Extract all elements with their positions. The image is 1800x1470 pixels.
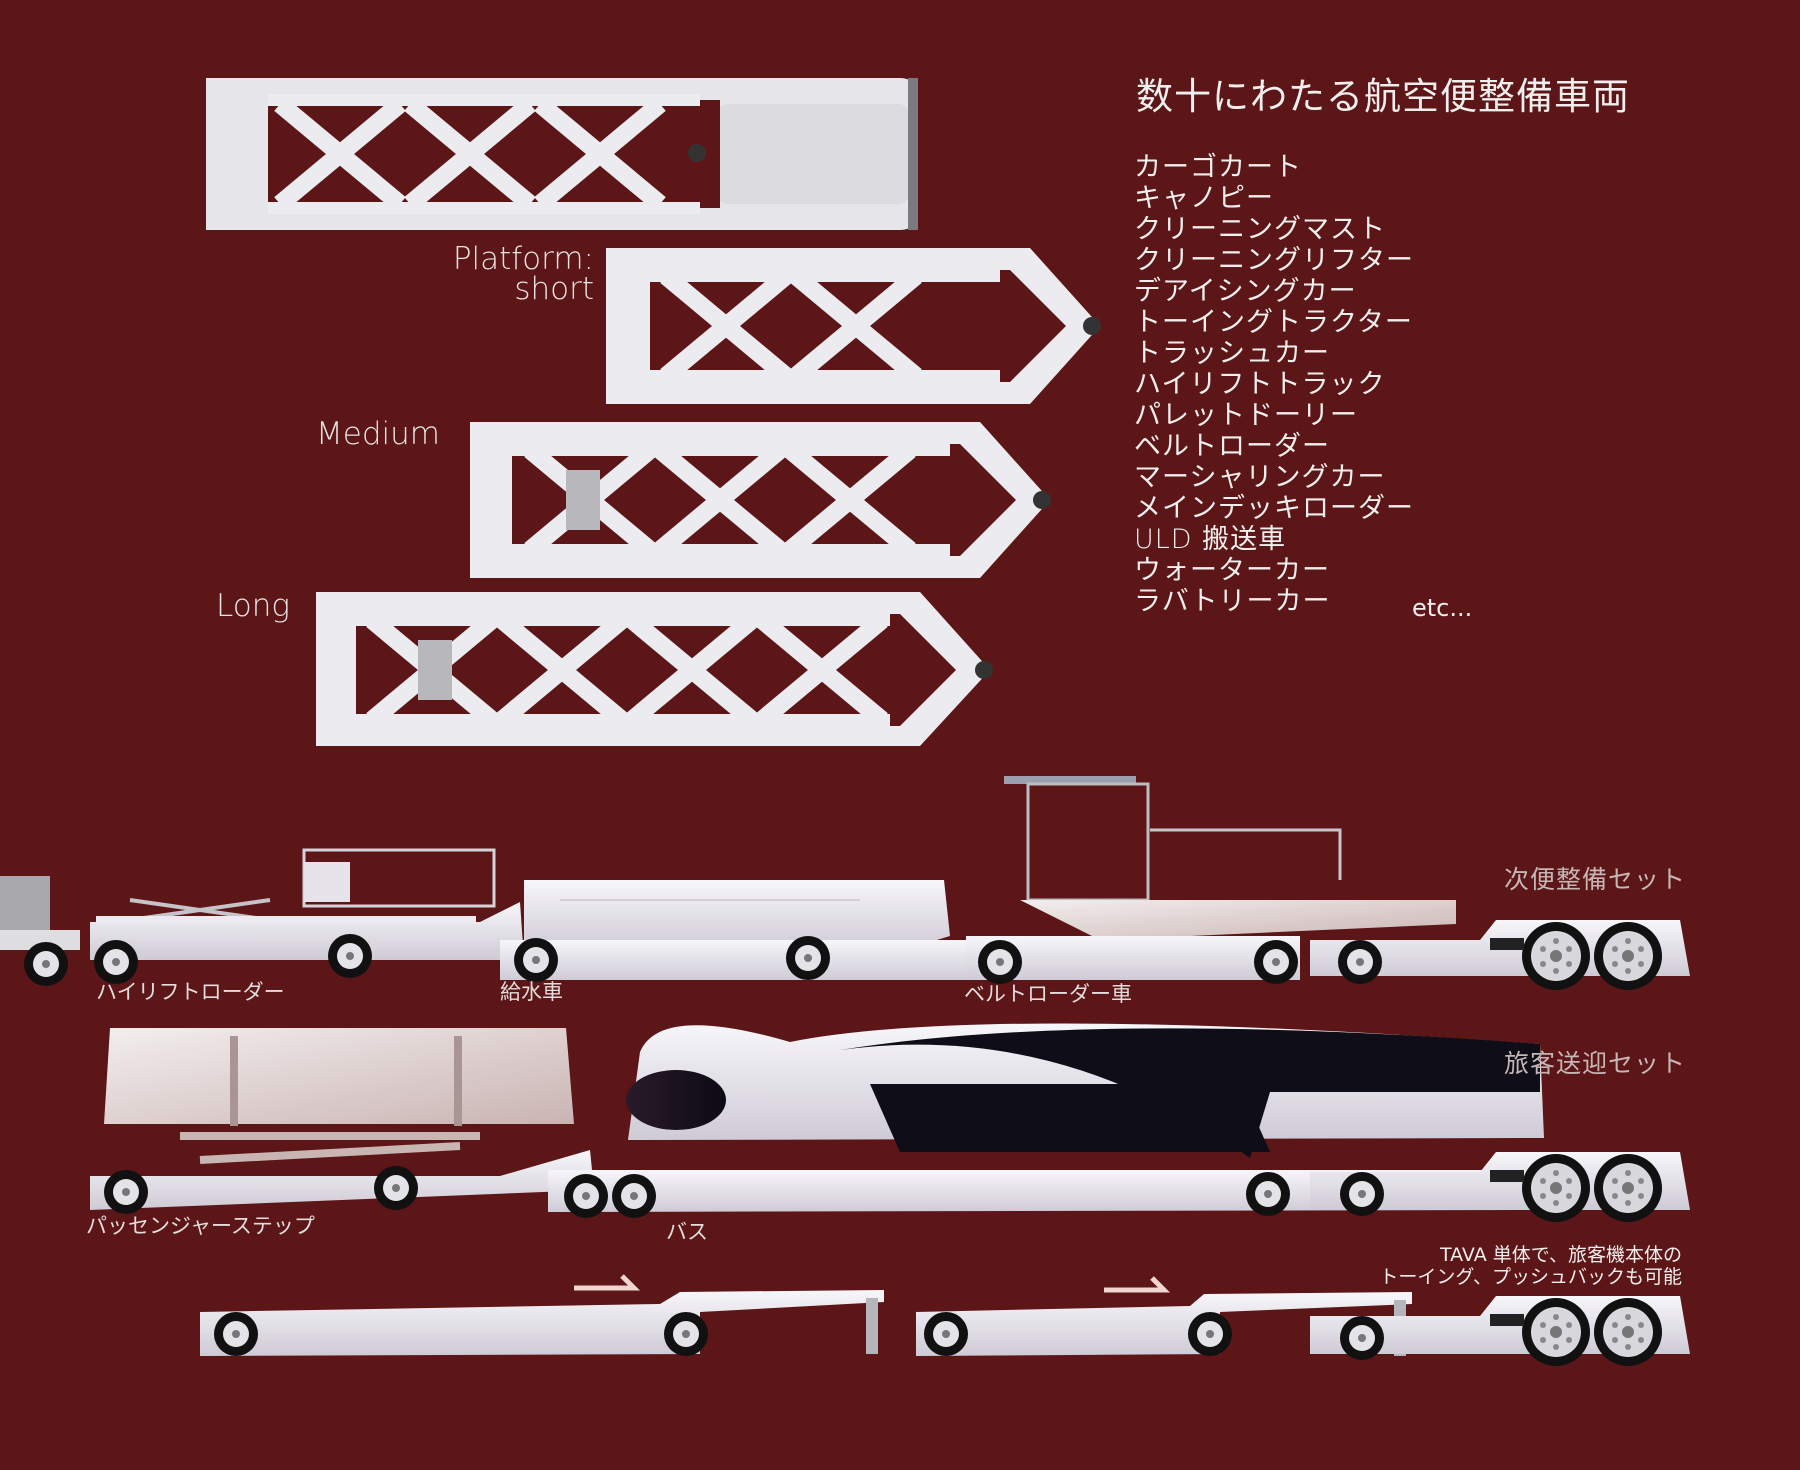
bus-vehicle <box>548 1023 1544 1218</box>
towing-note: TAVA 単体で、旅客機本体の トーイング、プッシュバックも可能 <box>1379 1244 1682 1288</box>
platform-medium-label: Medium <box>316 416 440 452</box>
towing-note-line2: トーイング、プッシュバックも可能 <box>1379 1266 1682 1288</box>
list-item: トラッシュカー <box>1134 338 1330 369</box>
passenger-steps-vehicle <box>90 1028 594 1214</box>
water-truck-label: 給水車 <box>500 980 563 1004</box>
list-item: ウォーターカー <box>1134 555 1330 586</box>
list-item: ベルトローダー <box>1134 431 1330 462</box>
list-item: ハイリフトトラック <box>1134 369 1386 400</box>
list-item: クリーニングマスト <box>1134 214 1386 245</box>
high-lift-loader-label: ハイリフトローダー <box>96 980 285 1004</box>
list-item: ULD 搬送車 <box>1134 524 1287 555</box>
passenger-set-label: 旅客送迎セット <box>1504 1049 1687 1078</box>
platform-short-label-line2: short <box>514 271 594 307</box>
list-item: クリーニングリフター <box>1134 245 1414 276</box>
tava-tractor-row1 <box>1310 920 1690 990</box>
platform-tava-top-view <box>206 78 918 230</box>
towing-note-line1: TAVA 単体で、旅客機本体の <box>1440 1244 1682 1266</box>
tava-towing-extended <box>200 1274 884 1356</box>
platform-short-top-view <box>606 248 1101 404</box>
platform-long-label: Long <box>216 588 290 624</box>
platform-short-label: Platform: short <box>452 241 594 307</box>
list-item: カーゴカート <box>1134 152 1302 183</box>
water-truck-vehicle <box>500 880 1000 982</box>
tava-tractor-row2 <box>1310 1152 1690 1222</box>
list-item: ラバトリーカー <box>1134 586 1331 617</box>
belt-loader-vehicle <box>966 776 1456 984</box>
belt-loader-label: ベルトローダー車 <box>964 982 1132 1006</box>
tava-tractor-row3 <box>1310 1296 1690 1366</box>
etc-label: etc... <box>1412 594 1473 622</box>
platform-medium-top-view <box>470 422 1051 578</box>
bus-label: バス <box>666 1220 708 1244</box>
list-item: トーイングトラクター <box>1134 307 1413 338</box>
high-lift-loader-vehicle <box>0 848 524 986</box>
list-item: パレットドーリー <box>1134 400 1358 431</box>
platform-long-top-view <box>316 592 993 746</box>
list-item: キャノピー <box>1134 183 1274 214</box>
list-item: メインデッキローダー <box>1134 493 1414 524</box>
list-item: マーシャリングカー <box>1134 462 1386 493</box>
vehicle-type-list: カーゴカート キャノピー クリーニングマスト クリーニングリフター デアイシング… <box>1134 152 1414 617</box>
platform-short-label-line1: Platform: <box>452 241 594 277</box>
next-flight-set-label: 次便整備セット <box>1504 865 1687 894</box>
page-title: 数十にわたる航空便整備車両 <box>1136 75 1630 118</box>
passenger-steps-label: パッセンジャーステップ <box>86 1214 315 1238</box>
list-item: デアイシングカー <box>1134 276 1357 307</box>
